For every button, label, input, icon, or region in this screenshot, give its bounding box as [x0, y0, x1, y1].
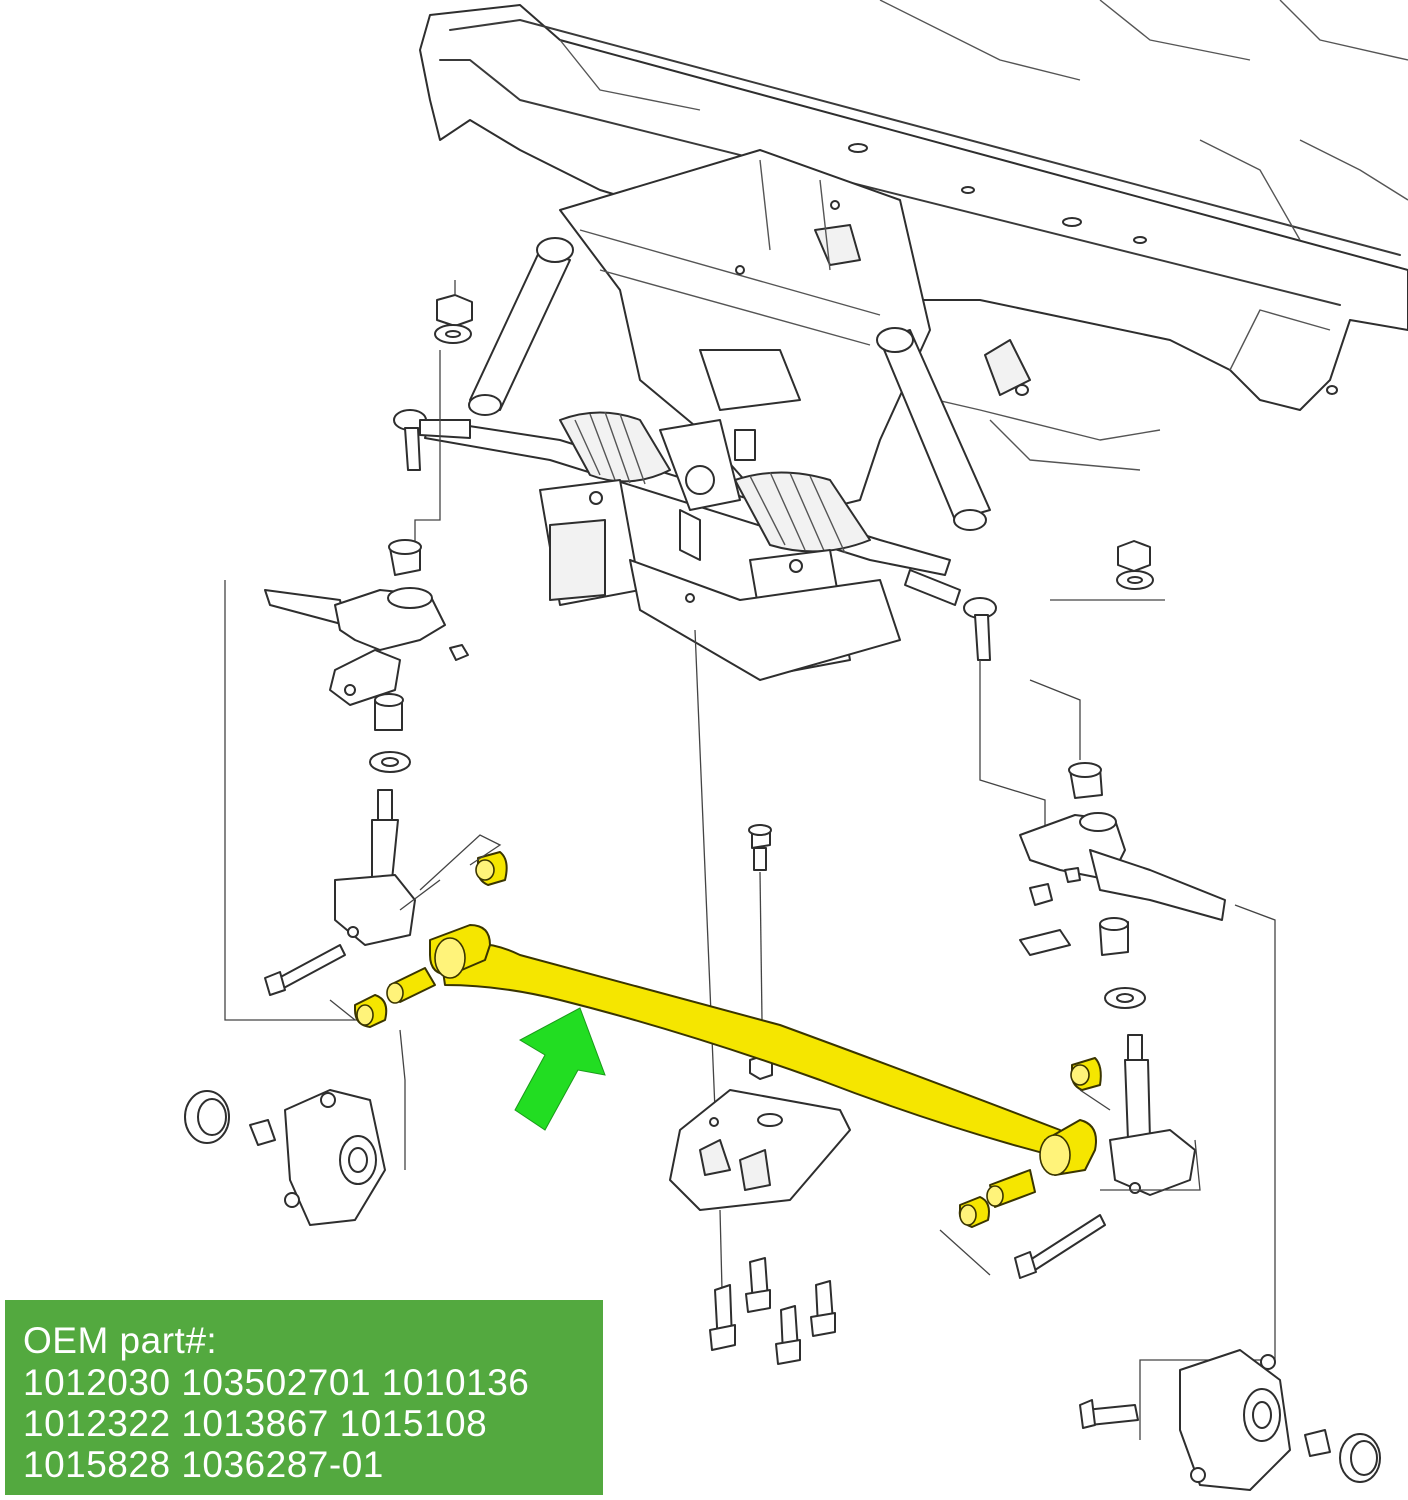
left-tie-rod-end	[393, 409, 471, 471]
left-shock-absorber	[468, 237, 574, 416]
right-wheel-hub	[1079, 1349, 1381, 1491]
steering-rack	[424, 411, 951, 576]
right-top-nut-washer	[1116, 540, 1154, 590]
oem-part-numbers-line-3: 1015828 1036287-01	[23, 1444, 384, 1485]
right-long-bolt	[1014, 1214, 1106, 1279]
left-lower-bushing-washer	[369, 693, 411, 773]
axle-bushings-right	[958, 1057, 1102, 1228]
left-top-nut-washer	[434, 280, 473, 344]
oem-part-numbers-line-1: 1012030 103502701 1010136	[23, 1362, 530, 1403]
right-shock-absorber	[876, 327, 991, 531]
green-arrow-icon	[514, 1007, 606, 1131]
right-kingpin-knuckle	[1109, 1034, 1196, 1196]
left-kingpin-spindle	[264, 587, 469, 706]
oem-part-number-label: OEM part#: 1012030 103502701 1010136 101…	[5, 1300, 603, 1495]
front-axle-beam	[429, 924, 1097, 1176]
right-kingpin-spindle	[1019, 812, 1226, 956]
frame-mount-brackets	[539, 479, 901, 681]
center-bolt	[748, 824, 772, 871]
oem-heading: OEM part#:	[23, 1320, 218, 1361]
steering-mount-plate	[559, 149, 931, 521]
mount-plate-bolts	[709, 1209, 836, 1365]
oem-part-numbers-line-2: 1012322 1013867 1015108	[23, 1403, 488, 1444]
left-long-bolt	[264, 944, 346, 996]
right-lower-bushing-washer	[1099, 917, 1146, 1009]
left-kingpin-knuckle	[334, 789, 416, 946]
left-wheel-hub	[184, 1089, 386, 1226]
right-tie-rod-end	[904, 569, 997, 661]
left-upper-bushing	[388, 539, 422, 576]
chassis-frame	[419, 0, 1408, 471]
right-upper-bushing	[1068, 762, 1103, 799]
axle-mount-plate	[669, 1089, 851, 1211]
axle-bushings-left	[354, 851, 508, 1028]
